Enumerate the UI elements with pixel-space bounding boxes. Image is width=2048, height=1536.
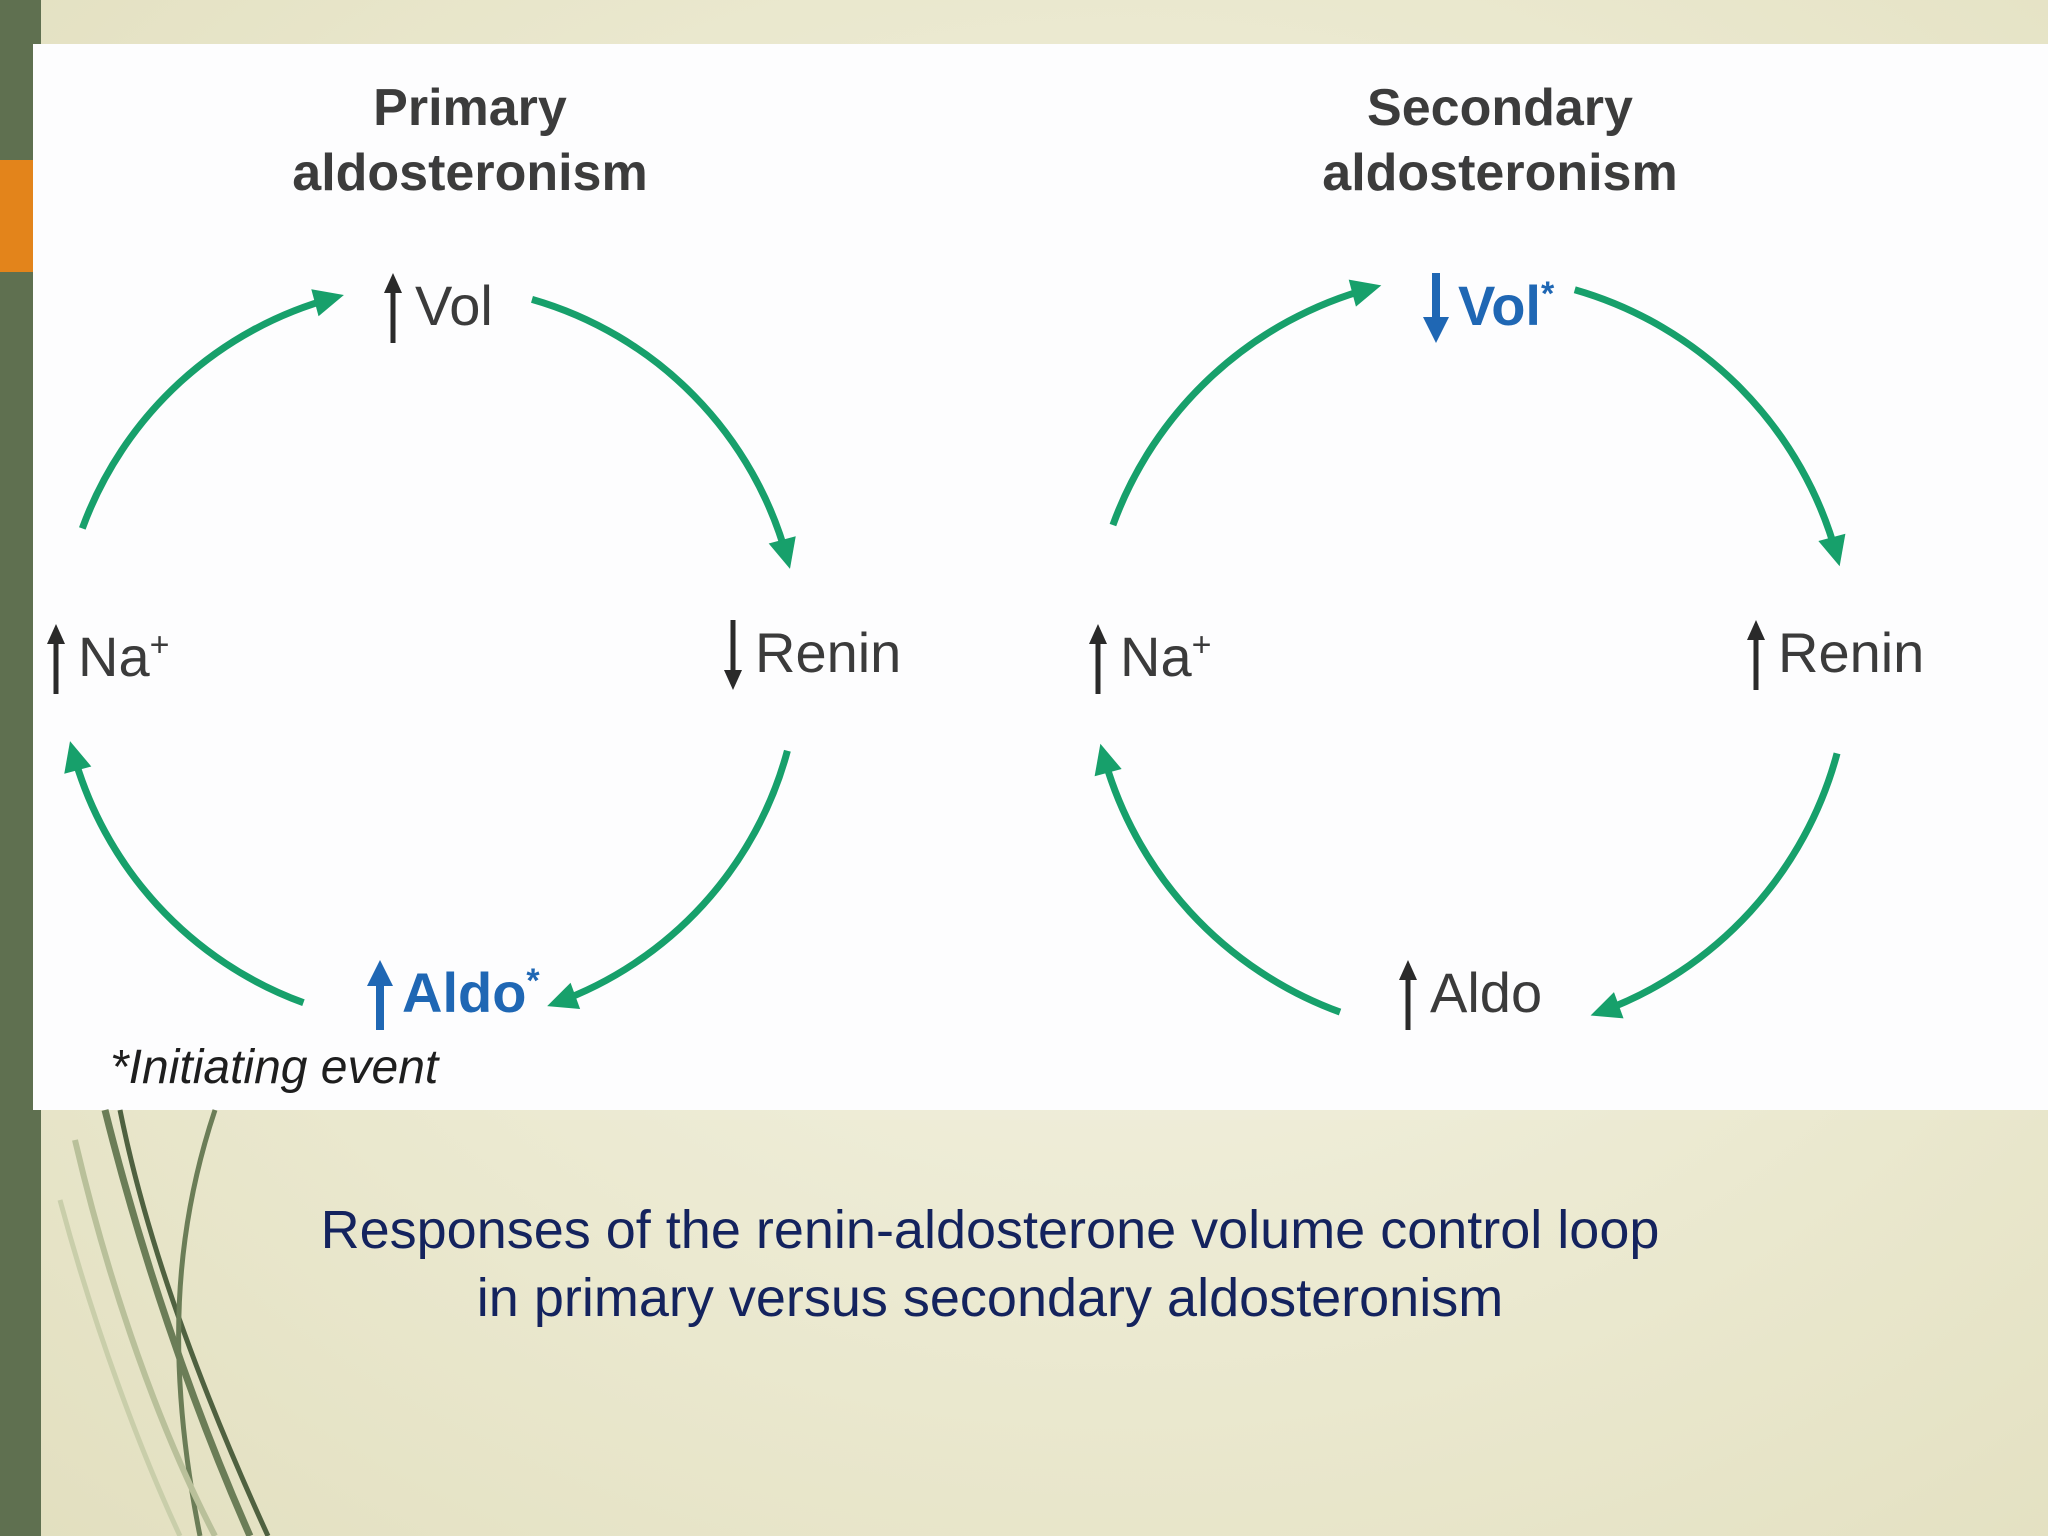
primary-title-line2: aldosteronism: [292, 144, 647, 202]
primary-node-renin-label: Renin: [755, 621, 901, 684]
secondary-arrowhead-bottom-to-left: [1094, 743, 1122, 777]
primary-node-aldo-label-superscript: *: [526, 962, 540, 1000]
primary-node-na-label-superscript: +: [150, 626, 170, 664]
decorative-curves: [57, 1109, 271, 1536]
primary-node-na-label-text: Na: [78, 625, 150, 688]
primary-node-na: Na+: [47, 624, 169, 694]
secondary-arrowhead-left-to-top: [1348, 279, 1382, 307]
secondary-node-vol-label-text: Vol: [1458, 274, 1541, 337]
secondary-node-vol: Vol*: [1423, 273, 1555, 343]
secondary-arrowhead-top-to-right: [1818, 533, 1846, 567]
primary-arc-bottom-to-left: [69, 749, 305, 1006]
initiating-event-footnote: *Initiating event: [110, 1041, 439, 1094]
primary-title-line1: Primary: [373, 79, 567, 137]
secondary-node-na-label-superscript: +: [1192, 626, 1212, 664]
secondary-node-renin-label: Renin: [1778, 621, 1924, 684]
primary-node-aldo-label-text: Aldo: [402, 961, 526, 1024]
secondary-node-na-label-text: Na: [1120, 625, 1192, 688]
primary-aldosteronism-diagram: Primary aldosteronism Vol Renin Aldo* Na…: [47, 79, 901, 1030]
down-arrow-icon-head: [1423, 317, 1449, 343]
secondary-node-vol-label: Vol*: [1458, 274, 1555, 337]
primary-node-aldo-label: Aldo*: [402, 961, 540, 1024]
secondary-arrowhead-right-to-bottom: [1590, 992, 1624, 1019]
primary-node-vol-label: Vol: [415, 274, 493, 337]
secondary-node-aldo-label: Aldo: [1430, 961, 1542, 1024]
up-arrow-icon-head: [47, 624, 65, 644]
secondary-node-renin-label-text: Renin: [1778, 621, 1924, 684]
primary-node-vol-label-text: Vol: [415, 274, 493, 337]
primary-arrowhead-bottom-to-left: [64, 741, 92, 774]
secondary-title-line1: Secondary: [1367, 79, 1633, 137]
slide-caption: Responses of the renin-aldosterone volum…: [220, 1196, 1760, 1332]
up-arrow-icon-head: [1089, 624, 1107, 644]
primary-arc-left-to-top: [79, 294, 336, 530]
primary-node-vol: Vol: [384, 273, 493, 343]
primary-arc-top-to-right: [531, 295, 791, 561]
secondary-node-aldo-label-text: Aldo: [1430, 961, 1542, 1024]
secondary-node-aldo: Aldo: [1399, 960, 1542, 1030]
secondary-cycle-arrows: [1094, 279, 1846, 1019]
secondary-aldosteronism-diagram: Secondary aldosteronism Vol* Renin Aldo …: [1089, 79, 1924, 1030]
up-arrow-icon-head: [367, 960, 393, 986]
caption-line-2: in primary versus secondary aldosteronis…: [476, 1268, 1504, 1328]
primary-cycle-arrows: [64, 289, 796, 1010]
primary-arc-right-to-bottom: [555, 749, 791, 1006]
secondary-node-na: Na+: [1089, 624, 1211, 694]
secondary-arc-left-to-top: [1109, 284, 1373, 527]
down-arrow-icon-head: [724, 670, 742, 690]
primary-arrowhead-left-to-top: [311, 289, 344, 317]
secondary-node-na-label: Na+: [1120, 625, 1211, 688]
primary-arrowhead-right-to-bottom: [547, 982, 581, 1010]
secondary-node-renin: Renin: [1747, 620, 1924, 690]
diagram-panel: [33, 44, 2048, 1110]
secondary-node-vol-label-superscript: *: [1541, 275, 1555, 313]
primary-arrowhead-top-to-right: [768, 536, 796, 569]
up-arrow-icon-head: [384, 273, 402, 293]
primary-node-aldo: Aldo*: [367, 960, 540, 1030]
secondary-arc-bottom-to-left: [1099, 752, 1342, 1016]
secondary-title-line2: aldosteronism: [1322, 144, 1677, 202]
up-arrow-icon-head: [1747, 620, 1765, 640]
secondary-arc-right-to-bottom: [1598, 752, 1841, 1016]
up-arrow-icon-head: [1399, 960, 1417, 980]
primary-node-renin: Renin: [724, 620, 901, 690]
primary-node-renin-label-text: Renin: [755, 621, 901, 684]
caption-line-1: Responses of the renin-aldosterone volum…: [320, 1200, 1660, 1260]
secondary-arc-top-to-right: [1573, 286, 1841, 558]
primary-node-na-label: Na+: [78, 625, 169, 688]
orange-accent-tab: [0, 160, 33, 272]
